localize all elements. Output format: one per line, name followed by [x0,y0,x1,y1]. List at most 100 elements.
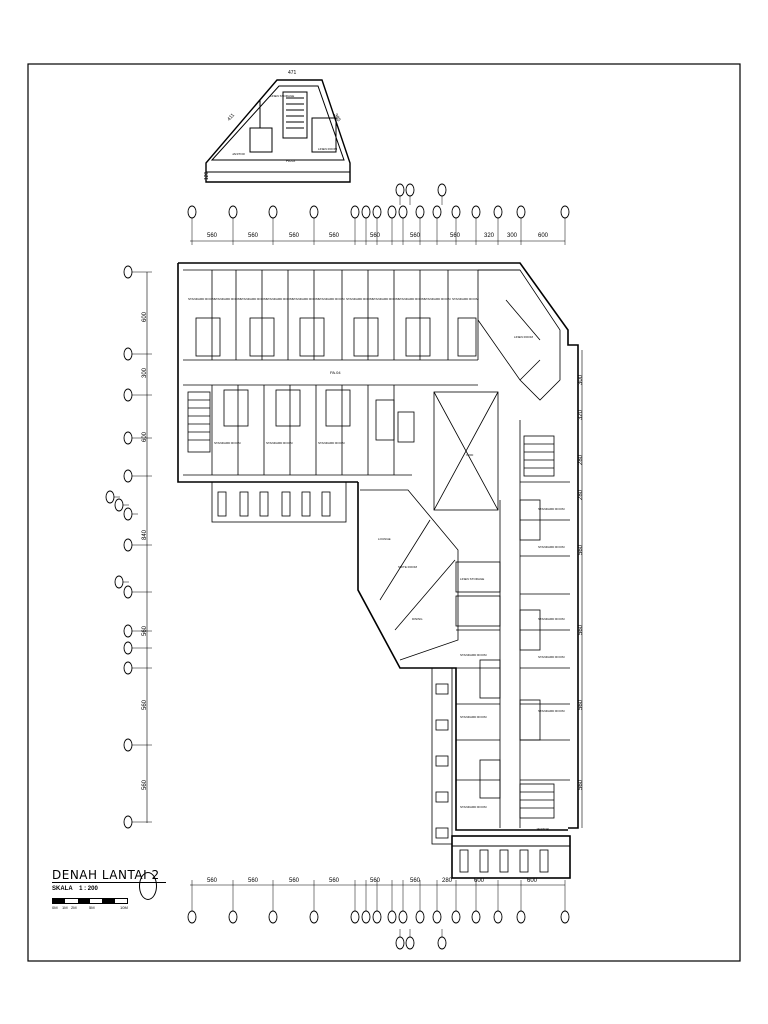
room-label: STANDARD ROOM [214,297,241,301]
grid-bubble [560,205,570,219]
grid-bubble [268,205,278,219]
room-label: STANDARD ROOM [266,441,293,445]
dimension-label: 600 [527,878,538,884]
grid-bubble [123,507,133,521]
grid-bubble [228,910,238,924]
dimension-label: 560 [207,878,218,884]
dimension-label: 560 [329,233,340,239]
grid-bubble [350,205,360,219]
room-label: VOID [466,453,474,457]
dimension-label: 320 [484,233,495,239]
grid-bubble [395,183,405,197]
room-label: SUITE ROOM [398,565,418,569]
roof-dimension: 411 [226,112,236,122]
room-label: STANDARD ROOM [292,297,319,301]
corridor-label: PA.04 [330,370,341,375]
dimension-lines [146,240,583,886]
grid-bubble [361,910,371,924]
grid-bubble [432,205,442,219]
grid-bubble [309,205,319,219]
scale-bar-label: 2M [71,905,77,910]
dimension-label: 600 [474,878,485,884]
grid-bubble [415,910,425,924]
dimension-label: 560 [289,878,300,884]
dimension-label: 560 [410,878,421,884]
grid-bubble [398,910,408,924]
room-partitions [183,269,570,873]
grid-bubble [123,815,133,829]
grid-bubble [187,205,197,219]
scale-bar-labels: 0M 1M 2M 5M 10M [52,905,142,913]
room-label: STANDARD ROOM [538,655,565,659]
grid-bubble [451,205,461,219]
roof-room-label: LINEN STORAGE [270,94,294,98]
room-label: STANDARD ROOM [424,297,451,301]
dimension-label: 560 [370,878,381,884]
dimension-label: 560 [207,233,218,239]
room-label: STANDARD ROOM [214,441,241,445]
dimension-label: 560 [248,233,259,239]
room-label: STANDARD ROOM [538,709,565,713]
dimension-label: 560 [370,233,381,239]
grid-bubble [114,498,124,512]
scale-bar-label: 10M [120,905,128,910]
grid-bubble [350,910,360,924]
grid-bubble [437,936,447,950]
dimension-label: 560 [578,779,584,790]
roof-room-label: JANITOR [232,152,246,156]
dimension-label: 560 [329,878,340,884]
room-label: STANDARD ROOM [318,297,345,301]
room-label: STANDARD ROOM [460,653,487,657]
dimension-label: 600 [142,311,148,322]
room-label: LINEN STORAGE [460,577,484,581]
dimension-label: 600 [538,233,549,239]
grid-bubble [387,205,397,219]
grid-bubble [123,641,133,655]
grid-bubble [405,183,415,197]
grid-bubble [187,910,197,924]
dimension-label: 300 [142,367,148,378]
grid-bubble [123,469,133,483]
dimension-label: 280 [578,489,584,500]
grid-bubble [493,205,503,219]
north-arrow-symbol [139,872,157,900]
grid-bubble [387,910,397,924]
dimension-label: 560 [410,233,421,239]
dimension-label: 560 [142,625,148,636]
room-label: LINEN ROOM [514,335,534,339]
grid-bubble [405,936,415,950]
dimension-label: 560 [450,233,461,239]
grid-bubble [123,431,133,445]
grid-bubble [415,205,425,219]
dimension-label: 560 [578,544,584,555]
grid-bubble [516,205,526,219]
room-label: STANDARD ROOM [460,715,487,719]
room-label: STANDARD ROOM [452,297,479,301]
scale-value: 1 : 200 [79,886,98,892]
grid-bubble [123,538,133,552]
grid-bubble [560,910,570,924]
scale-bar-label: 0M [52,905,58,910]
dimension-label: 280 [578,454,584,465]
dimension-label: 300 [507,233,518,239]
roof-dimension: 385 [332,113,341,123]
grid-bubble [114,575,124,589]
dimension-label: 600 [142,431,148,442]
sheet-border [27,63,741,962]
grid-bubble [451,910,461,924]
grid-bubble [228,205,238,219]
room-label: STANDARD ROOM [346,297,373,301]
room-label: STANDARD ROOM [398,297,425,301]
dimension-label: 560 [578,699,584,710]
grid-bubble [123,738,133,752]
grid-bubble [471,205,481,219]
grid-bubble [395,936,405,950]
room-label: STANDARD ROOM [538,507,565,511]
room-label: STANDARD ROOM [266,297,293,301]
grid-bubble [372,205,382,219]
grid-bubble [516,910,526,924]
roof-dimension: 120 [204,171,210,180]
room-labels: STANDARD ROOM STANDARD ROOM STANDARD ROO… [188,297,565,831]
drawing-scale: SKALA 1 : 200 [52,886,166,892]
